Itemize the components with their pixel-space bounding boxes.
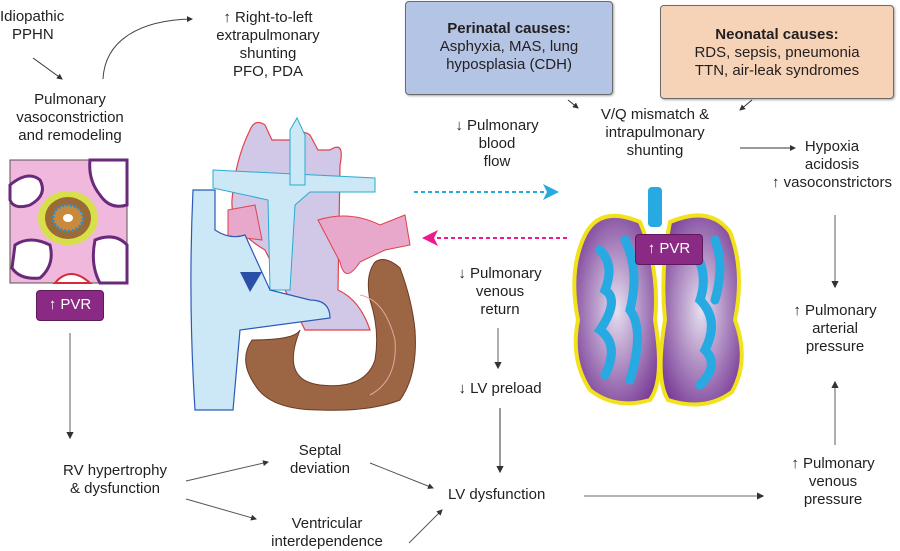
- arrow-vasoconstriction-to-shunting: [102, 16, 193, 80]
- text-line: & dysfunction: [69, 480, 161, 497]
- pulmonary-arteriole-illustration: [8, 158, 129, 285]
- label-pulmonary-venous-pressure: ↑ Pulmonary venous pressure: [778, 455, 888, 509]
- text-line: arterial: [812, 320, 858, 337]
- text-line: Septal: [298, 442, 342, 459]
- text-line: deviation: [289, 460, 351, 477]
- arrow-ventricular-to-lvdysfunction: [408, 509, 443, 544]
- box-title: Neonatal causes:: [715, 26, 839, 43]
- arrow-perinatal-to-vq: [567, 99, 579, 109]
- label-pulmonary-venous-return: ↓ Pulmonary venous return: [450, 265, 550, 319]
- text-line: ↓ Pulmonary: [458, 265, 542, 282]
- text-line: LV dysfunction: [448, 486, 546, 503]
- text-line: hyposplasia (CDH): [446, 56, 572, 73]
- label-idiopathic-pphn: Idiopathic PPHN: [0, 8, 65, 44]
- text-line: and remodeling: [18, 127, 122, 144]
- arrow-rv-to-septal: [185, 460, 269, 482]
- text-line: intrapulmonary: [605, 124, 705, 141]
- label-right-to-left-shunting: ↑ Right-to-left extrapulmonary shunting …: [198, 9, 338, 81]
- text-line: pressure: [805, 338, 865, 355]
- arrow-septal-to-lvdysfunction: [369, 462, 434, 489]
- text-line: ↑ Pulmonary: [793, 302, 877, 319]
- box-title: Perinatal causes:: [447, 20, 571, 37]
- label-vq-mismatch: V/Q mismatch & intrapulmonary shunting: [585, 106, 725, 160]
- text-line: PFO, PDA: [232, 63, 303, 80]
- arrow-idiopathic-to-vasoconstriction: [32, 57, 63, 80]
- text-line: Pulmonary: [34, 91, 106, 108]
- text-line: acidosis: [804, 156, 860, 173]
- arrow-rv-to-ventricular: [185, 498, 257, 521]
- text-line: vasoconstriction: [16, 109, 124, 126]
- neonatal-causes-box: Neonatal causes: RDS, sepsis, pneumonia …: [660, 5, 894, 99]
- text-line: venous: [808, 473, 858, 490]
- text-line: PPHN: [12, 26, 54, 43]
- text-line: shunting: [239, 45, 297, 62]
- text-line: flow: [483, 153, 511, 170]
- text-line: Hypoxia: [804, 138, 860, 155]
- label-lv-dysfunction: LV dysfunction: [448, 486, 578, 504]
- perinatal-causes-box: Perinatal causes: Asphyxia, MAS, lung hy…: [405, 1, 613, 95]
- label-ventricular-interdependence: Ventricular interdependence: [262, 515, 392, 551]
- text-line: RDS, sepsis, pneumonia: [694, 44, 860, 61]
- text-line: ↓ Pulmonary: [455, 117, 539, 134]
- text-line: Asphyxia, MAS, lung: [439, 38, 579, 55]
- text-line: Ventricular: [291, 515, 363, 532]
- label-pulmonary-vasoconstriction: Pulmonary vasoconstriction and remodelin…: [10, 91, 130, 145]
- text-line: pressure: [803, 491, 863, 508]
- pvr-badge-lungs: ↑ PVR: [635, 234, 703, 265]
- label-pulmonary-arterial-pressure: ↑ Pulmonary arterial pressure: [780, 302, 890, 356]
- lungs-illustration: [572, 187, 744, 407]
- text-line: extrapulmonary: [216, 27, 320, 44]
- label-lv-preload: ↓ LV preload: [450, 380, 550, 398]
- text-line: ↑ vasoconstrictors: [771, 174, 893, 191]
- text-line: return: [480, 301, 520, 318]
- label-pulmonary-blood-flow: ↓ Pulmonary blood flow: [447, 117, 547, 171]
- text-line: Idiopathic: [0, 8, 65, 25]
- text-line: ↓ LV preload: [458, 380, 542, 397]
- label-septal-deviation: Septal deviation: [280, 442, 360, 478]
- label-hypoxia: Hypoxia acidosis ↑ vasoconstrictors: [762, 138, 900, 192]
- text-line: venous: [475, 283, 525, 300]
- text-line: ↑ Pulmonary: [791, 455, 875, 472]
- text-line: V/Q mismatch &: [600, 106, 710, 123]
- text-line: ↑ Right-to-left: [223, 9, 313, 26]
- text-line: blood: [478, 135, 516, 152]
- text-line: TTN, air-leak syndromes: [694, 62, 860, 79]
- text-line: shunting: [626, 142, 684, 159]
- text-line: interdependence: [271, 533, 383, 550]
- heart-illustration: [190, 116, 416, 411]
- text-line: RV hypertrophy: [63, 462, 167, 479]
- pvr-badge-left: ↑ PVR: [36, 290, 104, 321]
- arrow-neonatal-to-vq: [739, 99, 753, 111]
- label-rv-hypertrophy: RV hypertrophy & dysfunction: [50, 462, 180, 498]
